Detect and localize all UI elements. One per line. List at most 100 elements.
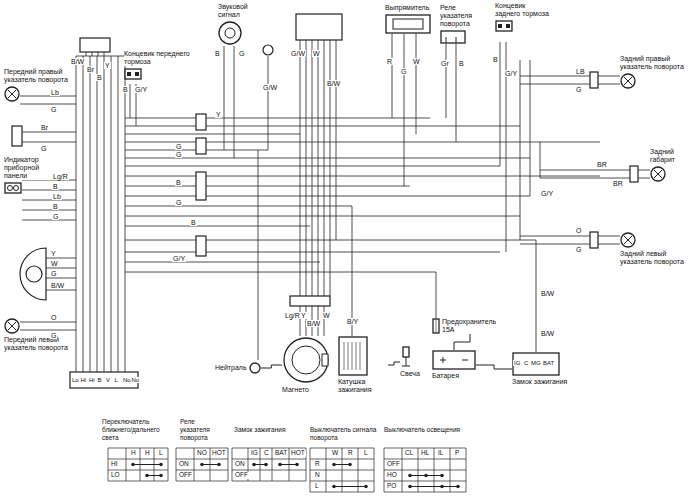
pin-name: Lo <box>71 377 80 383</box>
tail-lamp: Задний габарит <box>650 148 696 182</box>
battery: Батарея <box>432 350 476 380</box>
wire-color-code: G <box>52 213 59 220</box>
component-label: Магнето <box>282 386 309 394</box>
wire-color-code: B/W <box>70 58 85 65</box>
wire-color-code: G <box>575 86 582 93</box>
wire-color-code: B <box>214 50 221 57</box>
wire-set <box>520 76 650 244</box>
table-cell: L <box>363 450 369 457</box>
table-cell: CL <box>404 450 414 457</box>
table-title: Выключатель сигнала поворота <box>310 426 380 442</box>
wire-color-code: G <box>575 246 582 253</box>
wire-color-code: W <box>412 58 421 65</box>
turn-lamp: Задний правый указатель поворота <box>620 55 694 89</box>
wire-color-code: Lb <box>50 89 60 96</box>
wire-color-code: B/W <box>326 80 341 87</box>
bottom-connector <box>70 372 138 388</box>
component-label: Выпрямитель <box>385 4 429 12</box>
wire-color-code: B <box>492 56 499 63</box>
ind-symbol <box>4 182 22 194</box>
wire-connector <box>388 362 400 365</box>
bulb-symbol <box>620 73 636 89</box>
rect-symbol <box>385 14 431 34</box>
wire-color-code: G <box>50 106 57 113</box>
component-label: Батарея <box>432 372 459 380</box>
table-dot <box>364 485 368 489</box>
wire-color-code: B/W <box>306 320 321 327</box>
component-label: Нейтраль <box>215 364 247 372</box>
headlight <box>20 248 46 300</box>
coil-symbol <box>338 336 368 376</box>
component-label: Замок зажигания <box>234 426 285 434</box>
indicator-lamp <box>263 45 273 55</box>
component-label: Катушка зажигания <box>338 378 388 394</box>
table-cell: H <box>130 450 137 457</box>
table-cell: HI <box>110 461 119 468</box>
wire-color-code: G <box>238 50 245 57</box>
wire-color-code: B/W <box>540 330 555 337</box>
pin-name: V <box>105 377 111 383</box>
sw-symbol <box>495 20 513 32</box>
wire-color-code: W <box>312 50 321 57</box>
wire-color-code: B <box>175 179 182 186</box>
table-dot <box>456 485 460 489</box>
table-dot <box>278 463 282 467</box>
table-cell: IL <box>437 450 444 457</box>
turn-lamp: Задний левый указатель поворота <box>620 232 694 266</box>
component-label: Индикатор приборной панели <box>4 156 52 180</box>
bulb-symbol <box>4 318 20 334</box>
wire-color-code: G/Y <box>172 255 186 262</box>
table-title: Выключатель освещения <box>384 426 460 434</box>
table-cell: LO <box>110 472 121 479</box>
turn-relay: Реле указателя поворота <box>440 4 490 44</box>
component-label: Выключатель сигнала поворота <box>310 426 380 442</box>
lamp-socket <box>12 126 22 146</box>
table-links <box>133 465 458 487</box>
wire-connector <box>476 365 512 369</box>
table-title: Замок зажигания <box>234 426 285 434</box>
component-label: Предохранитель 15А <box>442 318 508 334</box>
main-connector <box>296 14 342 40</box>
terminal-name: BAT <box>542 360 555 366</box>
ignition-switch: Замок зажигания <box>512 352 567 386</box>
wire-color-code: Br <box>40 124 49 131</box>
wire-color-code: B <box>122 86 129 93</box>
fuse-symbol <box>432 318 440 334</box>
wire-color-code: Y <box>300 312 307 319</box>
wire-color-code: B/Y <box>346 318 359 325</box>
table-dot <box>131 463 135 467</box>
brake-switch: Концевик переднего тормоза <box>124 50 196 80</box>
wire-color-code: G/W <box>290 50 306 57</box>
table-cell: N <box>314 472 321 479</box>
component-label: Звуковой сигнал <box>218 3 266 19</box>
inline-connector <box>196 236 206 256</box>
table-cell: R <box>314 461 321 468</box>
wire-color-code: G <box>50 270 57 277</box>
inline-connector <box>590 232 598 248</box>
wire-color-code: B <box>52 203 59 210</box>
wire-color-code: W <box>322 312 331 319</box>
component-label: Задний правый указатель поворота <box>620 55 694 71</box>
mag-symbol <box>282 336 330 384</box>
pin-name: B <box>97 377 103 383</box>
table-cell: HO <box>386 472 398 479</box>
table-dot <box>145 474 149 478</box>
wire-bundle <box>76 52 125 372</box>
wire-set <box>130 34 540 360</box>
wire-color-code: O <box>50 314 57 321</box>
component-label: Концевик заднего тормоза <box>495 2 550 18</box>
wire-color-code: B <box>96 74 103 81</box>
wire-color-code: G <box>175 199 182 206</box>
connector-row <box>290 296 330 306</box>
component-label: Реле указателя поворота <box>440 4 490 28</box>
table-cell: BAT <box>274 450 288 457</box>
table-dot <box>159 463 163 467</box>
terminal-name: IG <box>513 360 521 366</box>
wire-connector <box>454 334 470 350</box>
table-title: Реле указателя поворота <box>180 418 226 442</box>
table-dot <box>200 463 204 467</box>
headlight-bulb <box>26 266 42 282</box>
terminal-name: MG <box>530 360 542 366</box>
bulb-symbol <box>650 166 666 182</box>
table-cell: OFF <box>178 472 193 479</box>
